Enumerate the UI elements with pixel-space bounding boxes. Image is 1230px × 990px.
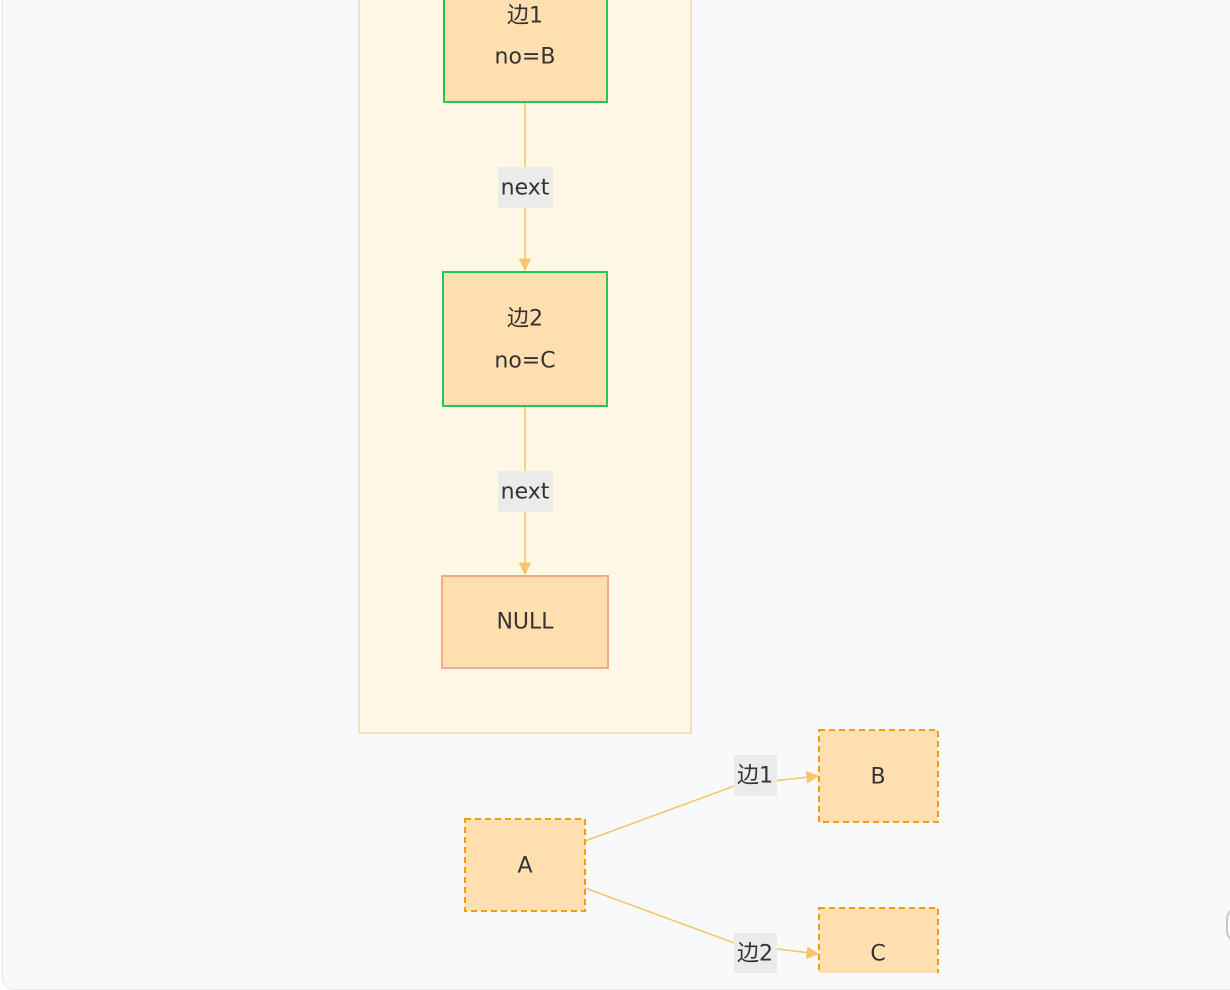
graph-edge-a-b [584, 770, 820, 842]
svg-text:no=C: no=C [494, 349, 555, 374]
svg-text:NULL: NULL [496, 610, 554, 635]
svg-text:B: B [870, 765, 885, 790]
svg-text:边1: 边1 [507, 4, 543, 29]
svg-text:next: next [501, 480, 550, 505]
list-node-edge1: 边1 no=B [443, 0, 608, 103]
svg-text:边1: 边1 [737, 764, 773, 789]
graph-node-b: B [818, 729, 939, 823]
graph-edge-label-2: 边2 [734, 933, 777, 973]
graph-edge-label-1: 边1 [734, 755, 777, 796]
list-node-edge2: 边2 no=C [442, 271, 608, 407]
next-label-2: next [498, 471, 553, 512]
svg-text:next: next [501, 176, 550, 201]
svg-text:C: C [870, 942, 885, 967]
graph-node-c: C [818, 907, 939, 973]
svg-text:边2: 边2 [507, 307, 543, 332]
svg-text:no=B: no=B [495, 45, 556, 70]
svg-text:边2: 边2 [737, 942, 773, 967]
next-label-1: next [498, 167, 553, 208]
list-node-null: NULL [441, 575, 609, 669]
svg-text:A: A [517, 854, 532, 879]
graph-node-a: A [464, 818, 586, 912]
graph-edge-a-c [584, 887, 820, 959]
